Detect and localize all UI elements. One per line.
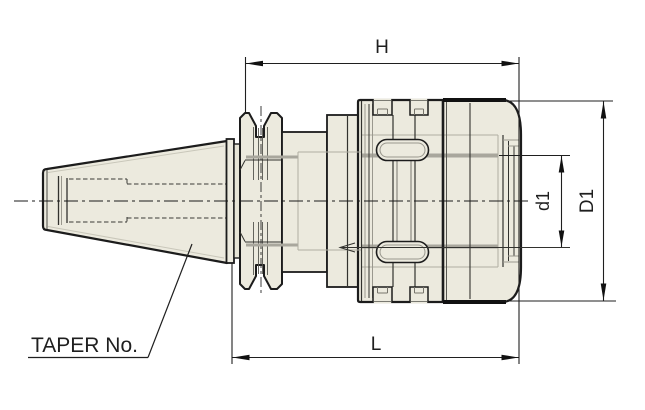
- taper-callout: [28, 243, 193, 359]
- nut-slots: [372, 98, 429, 304]
- hidden-thread-lines: [69, 178, 237, 223]
- nut-slot-top-2: [409, 98, 429, 116]
- taper-leader-line: [147, 243, 193, 358]
- flange-v-groove-top: [253, 127, 268, 180]
- dimension-l: [231, 263, 519, 364]
- bore-depth-arrow: [338, 242, 570, 253]
- arrowhead: [558, 230, 565, 247]
- arrowhead: [600, 101, 607, 119]
- arrowhead: [232, 354, 250, 361]
- dim-label-h: H: [375, 37, 389, 58]
- dimension-d1: [499, 154, 570, 247]
- taper-label: TAPER No.: [31, 334, 138, 357]
- dim-label-D1: D1: [577, 189, 598, 213]
- neck-section: [281, 131, 328, 273]
- wrench-slot-bottom: [375, 240, 430, 264]
- arrowhead: [558, 156, 565, 173]
- taper-shank: [41, 139, 237, 265]
- dimension-h: [244, 57, 520, 364]
- dim-label-d1: d1: [533, 191, 553, 211]
- nut-slot-bottom-1: [372, 286, 393, 304]
- arrowhead: [246, 60, 263, 67]
- arrowhead: [501, 60, 519, 67]
- bore-lines-neck: [246, 155, 298, 247]
- dimension-D1: [500, 100, 616, 302]
- nut-slot-top-1: [372, 98, 393, 116]
- arrowhead: [600, 283, 607, 301]
- wrench-slot-top: [375, 138, 430, 162]
- dim-label-l: L: [371, 334, 382, 355]
- arrowhead: [501, 354, 519, 361]
- flange-v-groove-bottom: [253, 222, 268, 275]
- nut-slot-bottom-2: [409, 286, 429, 304]
